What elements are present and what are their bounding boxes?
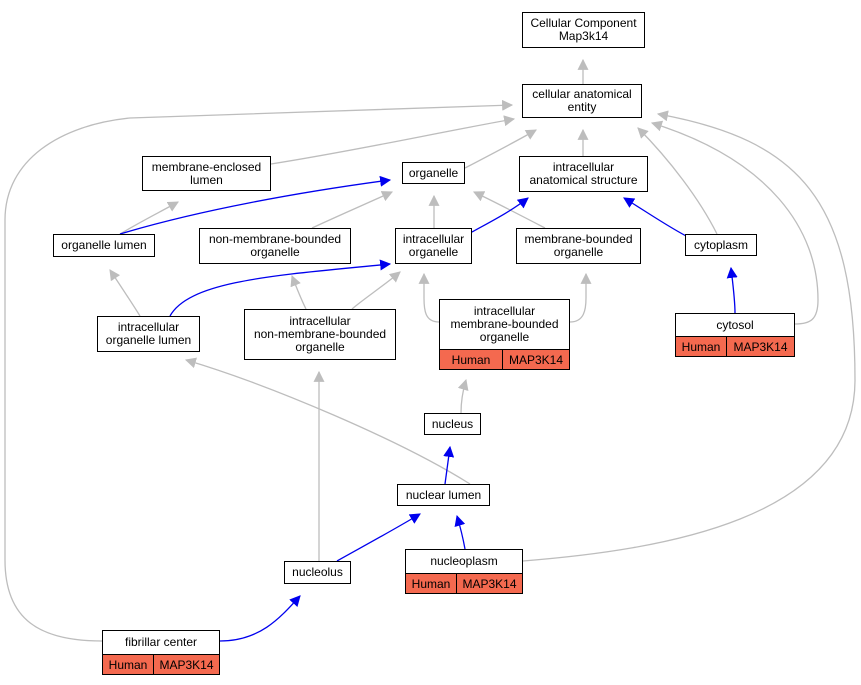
node-label: intracellular organelle <box>402 232 465 259</box>
node-label: Cellular Component Map3k14 <box>530 16 637 43</box>
node-cytoplasm[interactable]: cytoplasm <box>685 234 757 256</box>
annotation-row: Human MAP3K14 <box>676 336 794 356</box>
edge-is-a-np-to-cae <box>522 110 856 562</box>
edge-is-a-inmbo-to-nmbo <box>290 274 307 310</box>
edge-is-a-cyto-to-cae <box>637 127 718 235</box>
node-label: non-membrane-bounded organelle <box>208 232 342 259</box>
edge-part-of-np-to-nl <box>454 514 466 550</box>
annotation-row: Human MAP3K14 <box>440 349 569 369</box>
gene-cell: MAP3K14 <box>733 339 788 354</box>
gene-cell: MAP3K14 <box>462 576 517 591</box>
node-nucleus[interactable]: nucleus <box>424 413 481 435</box>
species-cell: Human <box>676 337 727 356</box>
species-cell: Human <box>103 655 154 674</box>
node-label: membrane-bounded organelle <box>524 232 633 259</box>
node-label: cytosol <box>716 317 754 332</box>
species-cell: Human <box>440 350 503 369</box>
node-label: organelle lumen <box>61 238 147 252</box>
edge-part-of-fc-to-nucleolus <box>219 595 301 642</box>
node-label: intracellular membrane-bounded organelle <box>450 304 559 344</box>
node-intracellular-membrane-bounded-organelle[interactable]: intracellular membrane-bounded organelle… <box>439 299 570 370</box>
node-fibrillar-center[interactable]: fibrillar center Human MAP3K14 <box>102 630 220 675</box>
node-label: intracellular organelle lumen <box>105 320 192 347</box>
node-label: nuclear lumen <box>405 487 482 502</box>
node-non-membrane-bounded-organelle[interactable]: non-membrane-bounded organelle <box>199 228 351 264</box>
node-nucleolus[interactable]: nucleolus <box>284 561 351 584</box>
edge-is-a-imbo-to-io <box>418 272 440 323</box>
node-label: nucleus <box>431 416 474 431</box>
edge-part-of-io-to-ias <box>471 197 529 233</box>
edge-is-a-iol-to-orgl <box>109 269 141 317</box>
node-intracellular-anatomical-structure[interactable]: intracellular anatomical structure <box>519 156 648 192</box>
node-organelle-lumen[interactable]: organelle lumen <box>53 234 155 257</box>
node-label: cytoplasm <box>693 237 749 252</box>
edge-is-a-nmbo-to-org <box>311 191 394 229</box>
edge-part-of-orgl-to-org <box>119 175 392 235</box>
node-label: cellular anatomical entity <box>532 87 632 114</box>
node-membrane-enclosed-lumen[interactable]: membrane-enclosed lumen <box>142 156 271 191</box>
node-organelle[interactable]: organelle <box>402 162 465 184</box>
annotation-row: Human MAP3K14 <box>406 573 522 593</box>
annotation-row: Human MAP3K14 <box>103 654 219 674</box>
edge-is-a-nucleus-to-imbo <box>457 378 469 414</box>
node-label: intracellular non-membrane-bounded organ… <box>253 314 387 354</box>
edge-is-a-nl-to-iol <box>184 357 471 485</box>
node-nucleoplasm[interactable]: nucleoplasm Human MAP3K14 <box>405 549 523 594</box>
node-label: fibrillar center <box>124 635 198 649</box>
node-intracellular-organelle[interactable]: intracellular organelle <box>395 228 472 264</box>
edge-part-of-nl-to-nucleus <box>443 445 455 485</box>
edge-is-a-fc-to-cae <box>4 99 514 642</box>
node-intracellular-organelle-lumen[interactable]: intracellular organelle lumen <box>97 316 200 352</box>
edge-is-a-inmbo-to-io <box>351 271 401 310</box>
edge-part-of-iol-to-io <box>169 259 392 317</box>
node-cellular-component[interactable]: Cellular Component Map3k14 <box>522 12 645 48</box>
node-label: membrane-enclosed lumen <box>151 159 262 187</box>
node-label: nucleolus <box>292 565 343 579</box>
edge-part-of-cytosol-to-cyto <box>726 266 738 314</box>
node-cellular-anatomical-entity[interactable]: cellular anatomical entity <box>522 84 642 118</box>
edge-is-a-mbo-to-org <box>473 191 546 229</box>
species-cell: Human <box>406 574 457 593</box>
gene-cell: MAP3K14 <box>508 352 564 367</box>
node-label: organelle <box>408 165 459 180</box>
edge-is-a-cytosol-to-cae <box>650 120 819 325</box>
node-intracellular-non-membrane-bounded-organelle[interactable]: intracellular non-membrane-bounded organ… <box>244 309 396 360</box>
node-cytosol[interactable]: cytosol Human MAP3K14 <box>675 313 795 357</box>
edge-part-of-cyto-to-ias <box>623 197 691 239</box>
node-nuclear-lumen[interactable]: nuclear lumen <box>397 484 490 506</box>
edge-is-a-mel-to-cae <box>270 115 516 165</box>
node-membrane-bounded-organelle[interactable]: membrane-bounded organelle <box>516 228 641 264</box>
edge-is-a-imbo-to-mbo <box>569 272 592 323</box>
edge-part-of-nucleolus-to-nl <box>336 513 421 562</box>
edge-is-a-orgl-to-mel <box>119 201 179 235</box>
gene-cell: MAP3K14 <box>159 657 214 672</box>
node-label: intracellular anatomical structure <box>529 160 638 187</box>
edge-is-a-org-to-cae <box>464 129 537 169</box>
node-label: nucleoplasm <box>430 554 498 568</box>
